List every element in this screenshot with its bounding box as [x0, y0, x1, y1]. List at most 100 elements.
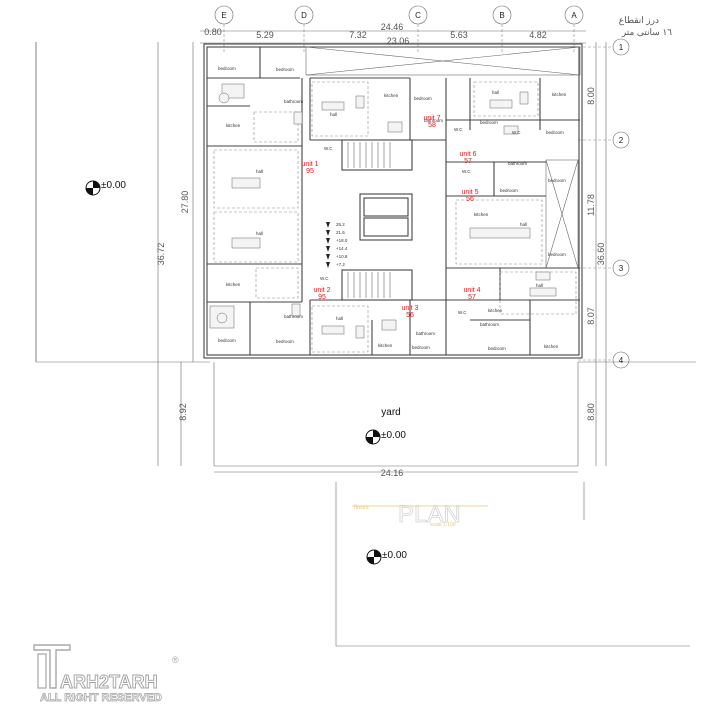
- room-bedroom: bedroom: [414, 96, 432, 101]
- unit-3-area: 56: [406, 312, 414, 319]
- plan-title-block: floors PLAN scale 1:100: [352, 501, 488, 528]
- dim-top-total-1: 24.46: [381, 22, 404, 32]
- room-bathroom: bathroom: [284, 314, 303, 319]
- dim-right-2: 11.78: [586, 194, 596, 216]
- room-wc: W.C: [512, 130, 521, 135]
- unit-6-area: 57: [464, 158, 472, 165]
- plan-subtitle: floors: [354, 505, 369, 511]
- watermark-brand: ARH2TARH: [60, 672, 158, 692]
- dim-right-3: 8.07: [586, 307, 596, 325]
- unit-7-label: unit 7: [423, 115, 440, 122]
- room-wc: W.C: [462, 169, 471, 174]
- room-kitchen: kitchen: [378, 343, 393, 348]
- unit-2-label: unit 2: [313, 287, 330, 294]
- core-levels-4: +14.4: [336, 246, 348, 251]
- room-hall: hall: [336, 316, 343, 321]
- room-hall: hall: [256, 231, 263, 236]
- room-bathroom: bathroom: [424, 118, 443, 123]
- building-outline: [203, 43, 583, 359]
- grid-row-markers: 1 2 3 4: [578, 38, 630, 369]
- elevation-mark-left: ±0.00: [85, 180, 126, 196]
- core-levels-3: +18.0: [336, 238, 348, 243]
- room-hall: hall: [256, 169, 263, 174]
- grid-column-markers: E D C B A: [214, 5, 584, 54]
- level-stair-arrows: [326, 222, 330, 268]
- room-hall: hall: [330, 112, 337, 117]
- dim-top-seg-5: 4.82: [529, 30, 547, 40]
- room-bedroom: bedroom: [548, 252, 566, 257]
- room-bedroom: bedroom: [276, 339, 294, 344]
- watermark-rights: ALL RIGHT RESERVED: [40, 692, 162, 704]
- unit-5-area: 56: [466, 196, 474, 203]
- room-bedroom: bedroom: [546, 130, 564, 135]
- dim-right-4: 8.80: [586, 403, 596, 421]
- watermark-reg: ®: [172, 655, 179, 665]
- room-bathroom: bathroom: [416, 331, 435, 336]
- dim-left-3: 8.92: [178, 403, 188, 421]
- dim-top-seg-3: 7.32: [349, 30, 367, 40]
- grid-label-2: 2: [619, 136, 624, 145]
- grid-label-1: 1: [619, 43, 624, 52]
- grid-label-3: 3: [619, 264, 624, 273]
- elevation-label-yard: ±0.00: [381, 430, 406, 441]
- left-dimension-lines: 27.80 36.72 8.92: [35, 42, 194, 466]
- room-hall: hall: [536, 283, 543, 288]
- bottom-dimension-line: 24.16: [214, 468, 578, 478]
- grid-bubble-3: 3: [612, 259, 630, 277]
- room-labels: bedroom bedroom bathroom kitchen hall ha…: [218, 66, 567, 351]
- elevation-label-left: ±0.00: [101, 180, 126, 191]
- unit-4-area: 57: [468, 294, 476, 301]
- room-wc: W.C: [458, 310, 467, 315]
- dim-top-seg-4: 5.63: [450, 30, 468, 40]
- dim-left-2: 36.72: [156, 243, 166, 266]
- seismic-gap-note: درز انقطاع: [619, 15, 659, 26]
- grid-label-d: D: [301, 11, 307, 20]
- right-dimension-lines: 8.00 11.78 8.07 8.80 36.60: [586, 42, 607, 466]
- elevation-mark-bottom: ±0.00: [366, 549, 407, 565]
- furniture: [209, 83, 557, 339]
- dim-right-total: 36.60: [596, 243, 606, 266]
- grid-label-b: B: [499, 11, 504, 20]
- room-kitchen: kitchen: [544, 344, 559, 349]
- unit-2-area: 95: [318, 294, 326, 301]
- unit-3-label: unit 3: [401, 305, 418, 312]
- grid-bubble-d: D: [294, 5, 314, 25]
- core-levels-2: 21.6: [336, 230, 345, 235]
- dim-right-1: 8.00: [586, 87, 596, 105]
- room-wc: W.C: [320, 276, 329, 281]
- grid-label-a: A: [571, 11, 577, 20]
- site-boundary: [35, 42, 696, 647]
- room-wc: W.C: [324, 146, 333, 151]
- grid-bubble-1: 1: [612, 38, 630, 56]
- core-levels-6: +7.2: [336, 262, 345, 267]
- unit-1-label: unit 1: [301, 161, 318, 168]
- room-bathroom: bathroom: [284, 99, 303, 104]
- room-kitchen: kitchen: [474, 212, 489, 217]
- grid-bubble-e: E: [214, 5, 234, 25]
- unit-6-label: unit 6: [459, 151, 476, 158]
- watermark-logo: ARH2TARH ALL RIGHT RESERVED ®: [33, 644, 179, 704]
- plan-scale: scale 1:100: [430, 522, 456, 528]
- room-bathroom: bathroom: [508, 161, 527, 166]
- grid-bubble-2: 2: [612, 131, 630, 149]
- top-dimension-lines: 24.46 23.06 0.80 5.29 7.32 5.63 4.82: [200, 22, 586, 46]
- dim-top-seg-1: 0.80: [204, 27, 222, 37]
- room-bedroom: bedroom: [276, 67, 294, 72]
- room-bedroom: bedroom: [488, 346, 506, 351]
- grid-label-e: E: [221, 11, 226, 20]
- unit-1-area: 95: [306, 168, 314, 175]
- dashed-zones: [213, 81, 577, 353]
- room-bedroom: bedroom: [480, 120, 498, 125]
- elevation-label-bottom: ±0.00: [382, 550, 407, 561]
- unit-7-area: 58: [428, 122, 436, 129]
- grid-label-c: C: [415, 11, 421, 20]
- grid-bubble-c: C: [408, 5, 428, 25]
- dim-top-seg-2: 5.29: [256, 30, 274, 40]
- room-bedroom: bedroom: [218, 66, 236, 71]
- core-levels-1: 25.2: [336, 222, 345, 227]
- grid-bubble-4: 4: [612, 351, 630, 369]
- unit-labels: unit 1 95 unit 2 95 unit 3 56 unit 4 57 …: [301, 115, 480, 319]
- room-bedroom: bedroom: [218, 338, 236, 343]
- room-kitchen: kitchen: [226, 123, 241, 128]
